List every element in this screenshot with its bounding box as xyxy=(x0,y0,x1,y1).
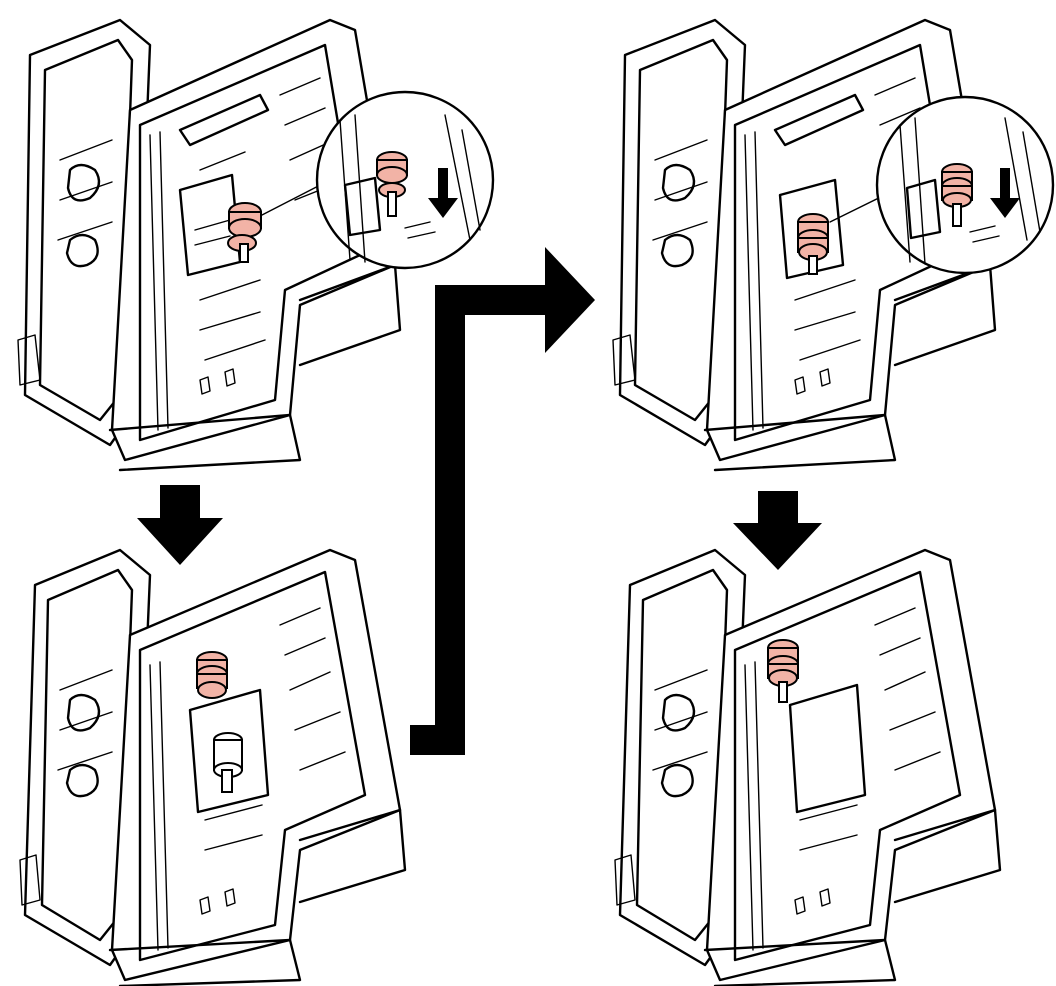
scanner-body xyxy=(108,548,407,986)
inset-arrow-down-icon xyxy=(428,168,458,218)
scanner-panel-step-2 xyxy=(0,530,420,986)
scanner-panel-step-3 xyxy=(595,0,1056,472)
pick-roller-mounted xyxy=(227,202,262,263)
inset-arrow-down-icon xyxy=(990,168,1020,218)
step-arrow-down-icon xyxy=(733,491,822,570)
scanner-illustration xyxy=(17,18,495,472)
step-arrow-down-icon xyxy=(137,485,223,565)
scanner-panel-step-4 xyxy=(595,530,1056,986)
scanner-illustration xyxy=(614,548,1002,986)
elbow-arrow-icon xyxy=(410,247,595,755)
scanner-illustration xyxy=(612,18,1055,472)
zoom-inset xyxy=(875,95,1055,275)
scanner-illustration xyxy=(19,548,407,986)
scanner-body xyxy=(703,548,1002,986)
shaft-empty xyxy=(213,732,243,793)
zoom-inset xyxy=(315,90,495,270)
pick-roller-removed xyxy=(196,651,228,699)
scanner-panel-step-1 xyxy=(0,0,520,472)
pick-roller-sliding-on xyxy=(797,213,829,275)
pick-roller-installed xyxy=(767,639,799,703)
